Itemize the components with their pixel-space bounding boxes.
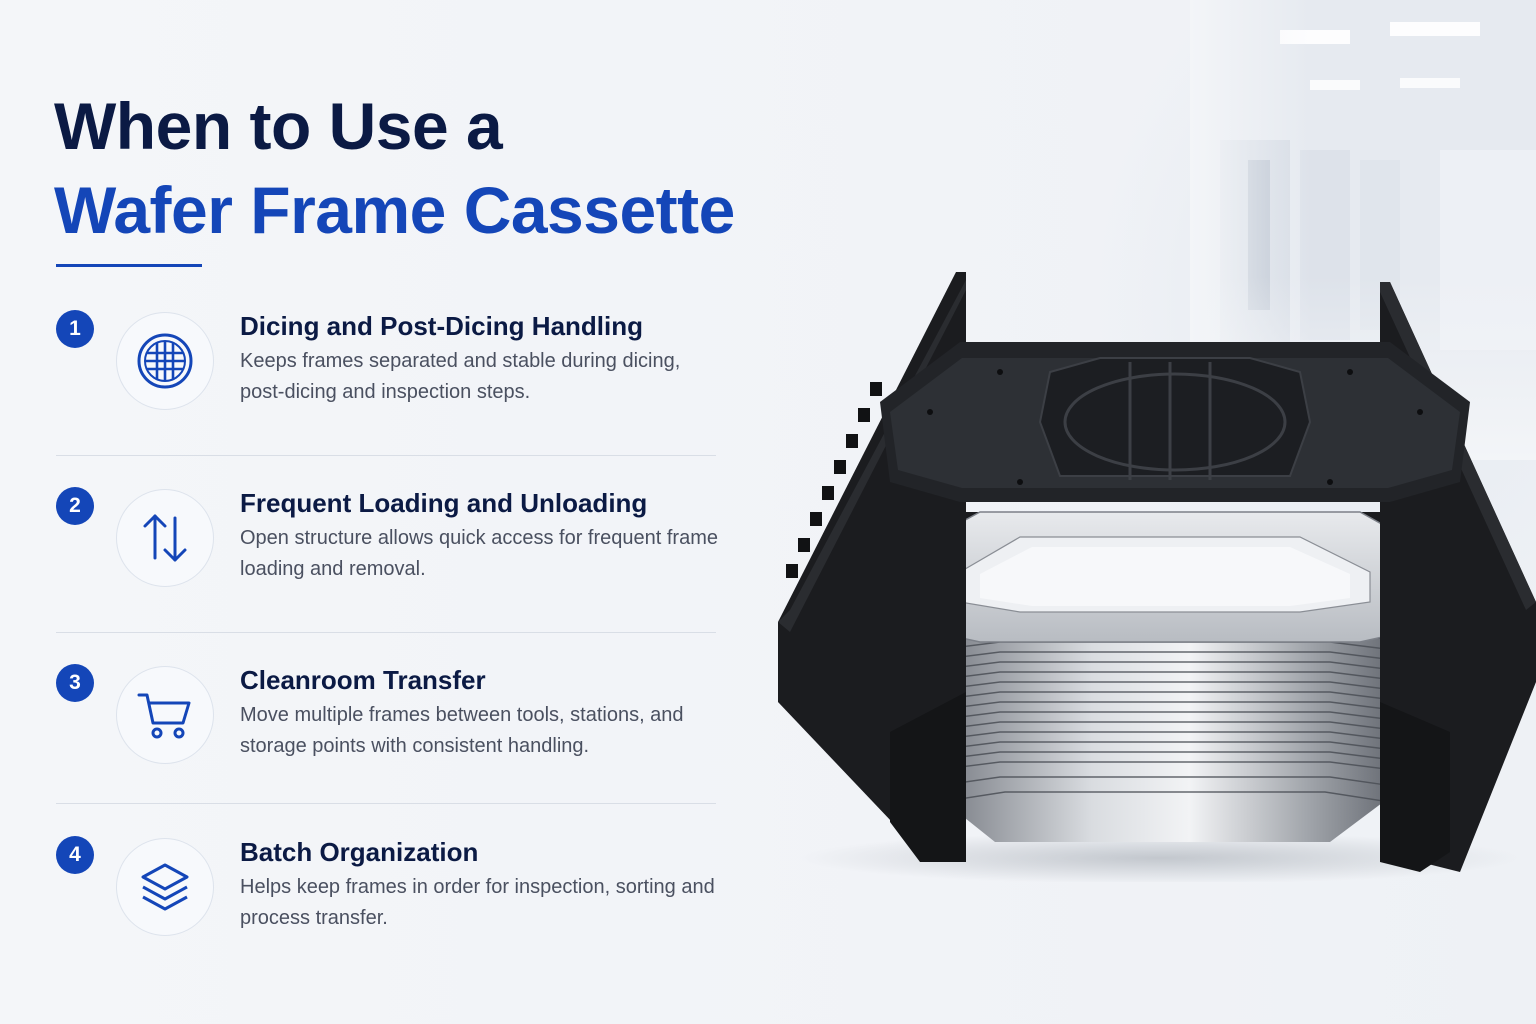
item-description: Keeps frames separated and stable during… xyxy=(240,350,681,403)
title-underline xyxy=(56,264,202,267)
step-number-badge: 1 xyxy=(56,310,94,348)
item-title: Cleanroom Transfer xyxy=(240,665,486,695)
icon-circle xyxy=(116,312,214,410)
list-item: 3 Cleanroom Transfer Move multiple frame… xyxy=(56,664,716,784)
item-title: Frequent Loading and Unloading xyxy=(240,488,648,518)
title-line-1: When to Use a xyxy=(54,89,503,163)
up-down-arrows-icon xyxy=(143,514,187,562)
icon-circle xyxy=(116,489,214,587)
step-number-badge: 2 xyxy=(56,487,94,525)
step-number-badge: 4 xyxy=(56,836,94,874)
icon-circle xyxy=(116,838,214,936)
cart-icon xyxy=(137,693,191,739)
divider xyxy=(56,803,716,804)
divider xyxy=(56,632,716,633)
item-title: Dicing and Post-Dicing Handling xyxy=(240,311,643,341)
list-item: 4 Batch Organization Helps keep frames i… xyxy=(56,836,716,956)
divider xyxy=(56,455,716,456)
page-title: When to Use a Wafer Frame Cassette xyxy=(54,84,735,252)
list-item: 1 Dicing and Post-Dicing Handling Keeps … xyxy=(56,310,716,430)
list-item: 2 Frequent Loading and Unloading Open st… xyxy=(56,487,718,607)
stacked-layers-icon xyxy=(141,863,189,911)
item-description: Move multiple frames between tools, stat… xyxy=(240,704,684,757)
item-description: Helps keep frames in order for inspectio… xyxy=(240,876,715,929)
item-title: Batch Organization xyxy=(240,837,479,867)
diced-wafer-grid-icon xyxy=(137,333,193,389)
icon-circle xyxy=(116,666,214,764)
title-line-2: Wafer Frame Cassette xyxy=(54,173,735,247)
step-number-badge: 3 xyxy=(56,664,94,702)
item-description: Open structure allows quick access for f… xyxy=(240,527,718,580)
wafer-frame-cassette-image xyxy=(778,272,1536,882)
